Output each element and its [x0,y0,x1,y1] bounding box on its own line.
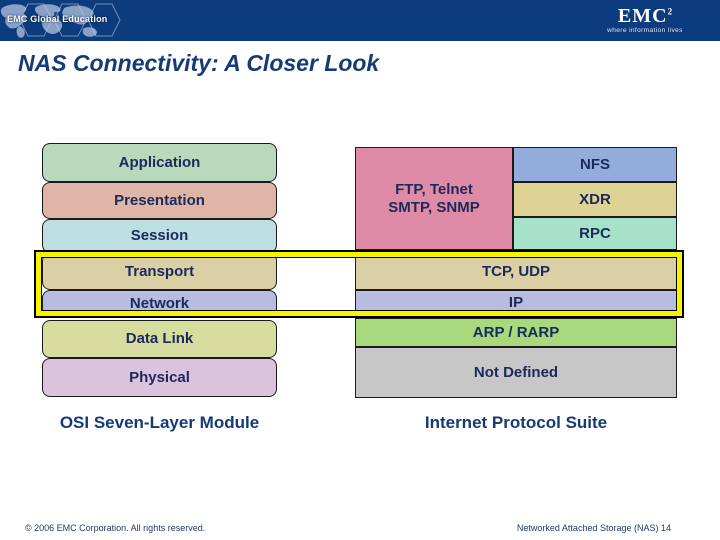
world-map-graphic: EMC Global Education [0,0,122,41]
osi-layer-physical: Physical [42,358,277,397]
footer-page-label: Networked Attached Storage (NAS) 14 [516,523,671,533]
ip-box-app-protocols: FTP, Telnet SMTP, SNMP [355,147,513,250]
osi-layer-session: Session [42,219,277,253]
footer-copyright: © 2006 EMC Corporation. All rights reser… [25,523,206,533]
ip-box-ip: IP [355,290,677,315]
osi-layer-data-link: Data Link [42,320,277,358]
emc-logo-superscript: 2 [667,6,673,17]
ip-box-not-defined: Not Defined [355,347,677,398]
ip-box-app-protocols-label: FTP, Telnet SMTP, SNMP [388,180,480,216]
page-title: NAS Connectivity: A Closer Look [18,50,380,76]
ip-box-xdr: XDR [513,182,677,217]
osi-layer-transport: Transport [42,253,277,290]
ip-box-tcp-udp: TCP, UDP [355,253,677,290]
osi-layer-network: Network [42,290,277,317]
osi-layer-presentation: Presentation [42,182,277,219]
ip-box-nfs: NFS [513,147,677,182]
caption-ip-suite: Internet Protocol Suite [424,413,608,432]
ip-box-arp-rarp: ARP / RARP [355,318,677,347]
emc-logo: EMC2 where information lives [590,6,700,34]
caption-osi-module: OSI Seven-Layer Module [59,413,260,432]
emc-logo-text: EMC2 [617,5,673,27]
header-bar: EMC Global Education EMC2 where informat… [0,0,720,41]
osi-layer-application: Application [42,143,277,182]
emc-logo-tagline: where information lives [607,27,683,34]
ip-box-rpc: RPC [513,217,677,250]
world-map-icon [0,3,121,38]
brand-text: EMC Global Education [7,14,108,24]
